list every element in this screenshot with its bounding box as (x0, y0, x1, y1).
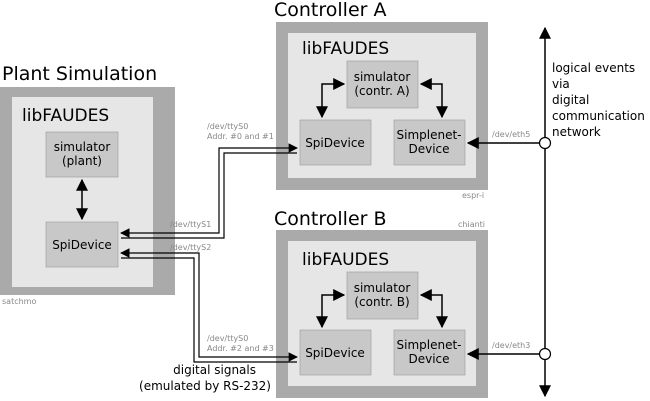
controller-a-simplenet-label-2: Device (408, 142, 449, 156)
network-label-line-3: digital (552, 93, 589, 107)
controller-a-lib-label: libFAUDES (302, 39, 389, 59)
plant-tty1-label: /dev/ttyS1 (170, 220, 211, 229)
controller-a-spidevice-box (299, 119, 372, 166)
controller-a-simulator-box (346, 60, 419, 109)
controller-b-sim-spi-arrow (316, 289, 346, 329)
controller-b-spidevice-label: SpiDevice (305, 346, 365, 360)
controller-b-eth-label: /dev/eth3 (492, 341, 530, 350)
network-label-line-1: logical events (552, 61, 635, 75)
controller-a-simulator-label-2: (contr. A) (354, 84, 409, 98)
controller-a-sim-net-arrow (419, 78, 448, 119)
controller-a-simplenet-label-1: Simplenet- (397, 128, 462, 142)
controller-b-lib-label: libFAUDES (302, 250, 389, 270)
plant-spidevice-label: SpiDevice (52, 238, 112, 252)
controller-b-simplenet-label-2: Device (408, 352, 449, 366)
controller-b-network-node (538, 347, 552, 361)
digital-label-line-2: (emulated by RS-232) (139, 379, 271, 393)
network-label-line-2: via (552, 77, 570, 91)
controller-a-eth-label: /dev/eth5 (492, 130, 530, 139)
serial-link-a-1 (120, 143, 298, 238)
serial-link-b-2 (121, 257, 297, 363)
controller-b-simulator-label-1: simulator (354, 281, 411, 295)
plant-lib-label: libFAUDES (22, 106, 109, 126)
controller-a-simplenet-box (393, 119, 466, 166)
plant-simulator-label-1: simulator (54, 140, 111, 154)
controller-b-simplenet-box (393, 329, 466, 376)
plant-host-label: satchmo (2, 297, 36, 306)
controller-a-host-label: espr-i (462, 191, 484, 200)
controller-b-simplenet-label-1: Simplenet- (397, 338, 462, 352)
plant-simulator-box (45, 131, 119, 178)
plant-title: Plant Simulation (2, 63, 157, 85)
controller-b-spidevice-box (299, 329, 372, 376)
digital-label-line-1: digital signals (173, 363, 256, 377)
plant-tty2-label: /dev/ttyS2 (170, 243, 211, 252)
controller-b-simulator-label-2: (contr. B) (354, 295, 409, 309)
controller-b-sim-net-arrow (419, 289, 448, 329)
controller-a-title: Controller A (274, 0, 387, 21)
controller-a-simulator-label-1: simulator (354, 70, 411, 84)
controller-a-sim-spi-arrow (316, 78, 346, 119)
controller-a-spidevice-label: SpiDevice (305, 136, 365, 150)
serial-link-b-1 (120, 248, 298, 362)
controller-b-title: Controller B (274, 208, 387, 230)
plant-spidevice-box (45, 221, 119, 268)
controller-a-tty-label: /dev/ttyS0 (207, 122, 248, 131)
controller-a-addr-label: Addr. #0 and #1 (207, 132, 274, 141)
plant-simulator-label-2: (plant) (62, 154, 102, 168)
serial-link-a-2 (121, 152, 297, 239)
controller-a-network-node (538, 136, 552, 150)
controller-b-tty-label: /dev/ttyS0 (207, 334, 248, 343)
controller-b-host-label: chianti (458, 220, 485, 229)
network-label-line-5: network (552, 125, 601, 139)
controller-b-simulator-box (346, 271, 419, 320)
controller-b-addr-label: Addr. #2 and #3 (207, 344, 274, 353)
network-label-line-4: communication (552, 109, 645, 123)
